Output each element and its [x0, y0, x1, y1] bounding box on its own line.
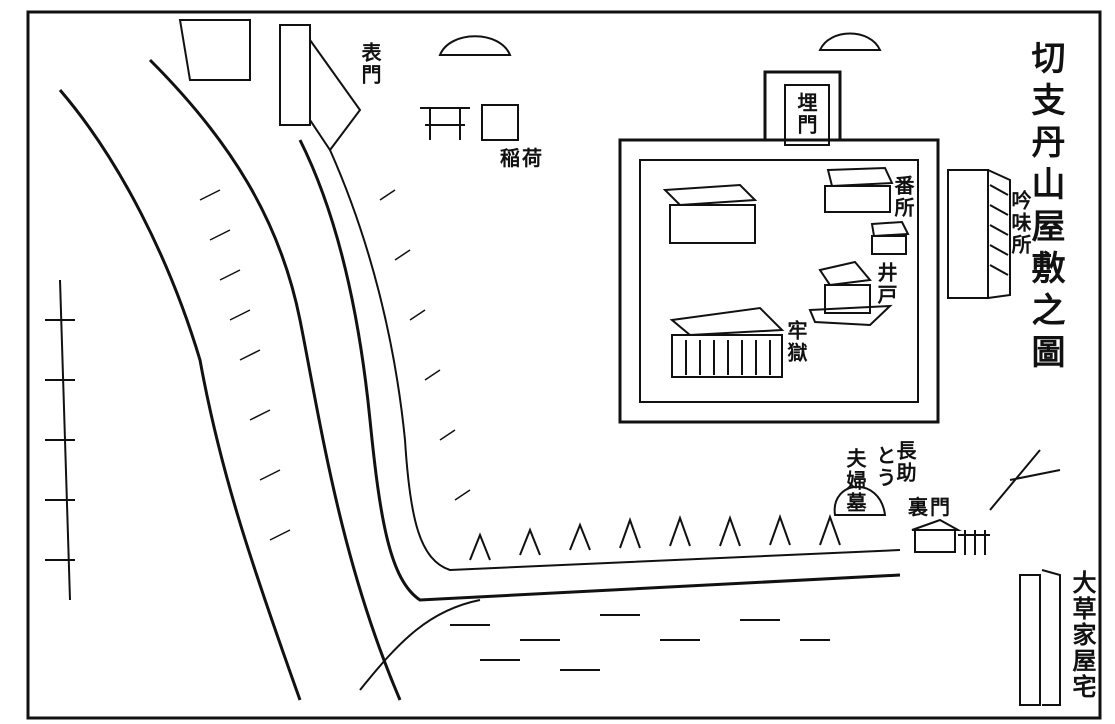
building-ido-house: [808, 260, 893, 327]
label-rougoku: 牢獄: [784, 320, 808, 364]
building-omotemon: [178, 19, 362, 152]
building-uramon: [911, 518, 990, 555]
building-prison: [669, 306, 785, 378]
grave-mound: [833, 485, 887, 516]
label-omotemon: 表門: [358, 42, 382, 86]
tree-row: [45, 279, 1061, 601]
road-inner-edge: [329, 149, 901, 572]
water-waves: [450, 614, 830, 671]
label-okusa: 大草家屋宅: [1068, 570, 1097, 700]
building-large: [662, 183, 758, 244]
hill-hatching: [199, 189, 471, 541]
label-ginmisho: 吟味所: [1008, 190, 1032, 256]
label-bansho: 番所: [891, 175, 915, 219]
label-grave-c: 夫婦墓: [843, 448, 867, 514]
shrine-inari: [420, 104, 519, 141]
building-ginmisho: [947, 169, 1011, 299]
mounds: [438, 32, 887, 516]
label-uzumimon: 埋門: [794, 92, 818, 136]
compound-wall-inner: [639, 159, 919, 403]
label-inari: 稲荷: [500, 146, 544, 170]
frame-border: [26, 10, 1102, 720]
valley-right-edge: [148, 58, 402, 701]
label-ido: 井戸: [874, 262, 898, 306]
gate-passage: [763, 70, 842, 140]
label-grave-b: とう: [873, 445, 897, 489]
label-uramon: 裏門: [908, 495, 952, 519]
compound-wall-outer: [618, 138, 940, 424]
building-okusa: [1019, 569, 1061, 706]
label-grave-a: 長助: [893, 440, 917, 484]
map-title: 切支丹山屋敷之圖: [1025, 40, 1065, 376]
road-lower: [359, 599, 481, 691]
building-well: [870, 220, 910, 255]
road-upper-edge: [298, 139, 901, 602]
uzumimon-box: [784, 84, 830, 146]
valley-left-edge: [58, 89, 302, 701]
building-bansho: [824, 166, 894, 213]
